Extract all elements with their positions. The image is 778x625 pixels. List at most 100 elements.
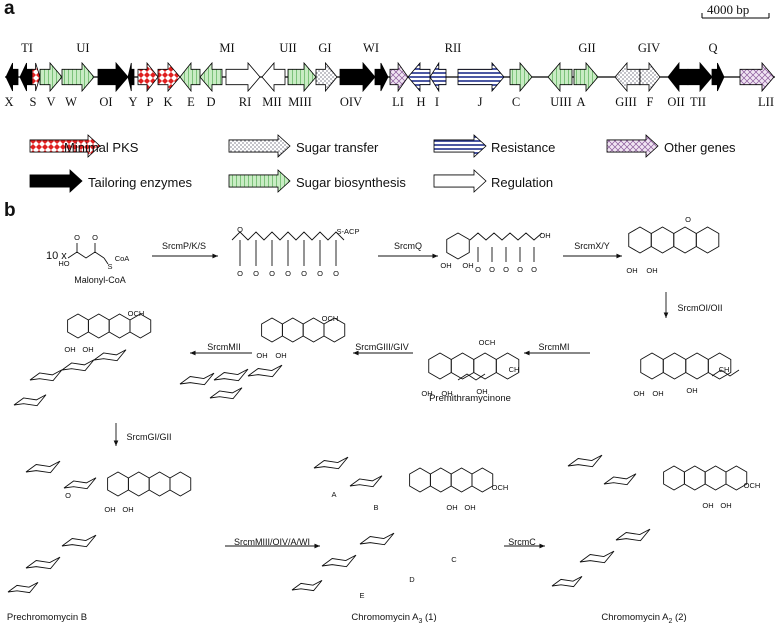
bottom-gene-label: RI <box>238 95 252 109</box>
svg-text:OH: OH <box>440 261 451 270</box>
bottom-gene-label: MII <box>262 95 282 109</box>
legend-label-other-genes: Other genes <box>664 140 736 155</box>
svg-text:O: O <box>237 225 243 234</box>
svg-text:OH: OH <box>256 351 267 360</box>
svg-text:O: O <box>333 269 339 278</box>
top-gene-label: WI <box>363 41 379 55</box>
legend-label-minimal-pks: Minimal PKS <box>64 140 139 155</box>
svg-text:OH: OH <box>462 261 473 270</box>
svg-text:O: O <box>285 269 291 278</box>
svg-text:OH: OH <box>82 345 93 354</box>
bottom-gene-label: D <box>206 95 216 109</box>
svg-text:O: O <box>489 265 495 274</box>
prechromomycin-b-label: Prechromomycin B <box>6 612 88 623</box>
panel-b-letter: b <box>4 200 16 221</box>
bottom-gene-label: UIII <box>550 95 572 109</box>
bottom-gene-label: K <box>163 95 173 109</box>
enzyme-srcm-q: SrcmQ <box>394 241 422 251</box>
svg-text:O: O <box>301 269 307 278</box>
gene-arrow <box>31 62 41 92</box>
gene-arrow <box>137 61 159 93</box>
svg-text:O: O <box>253 269 259 278</box>
svg-text:O: O <box>685 215 691 224</box>
svg-text:OH: OH <box>686 386 697 395</box>
svg-text:O: O <box>317 269 323 278</box>
svg-text:OH: OH <box>720 501 731 510</box>
gene-arrow <box>739 61 775 93</box>
top-gene-label: GII <box>578 41 596 55</box>
bottom-gene-label: X <box>4 95 14 109</box>
legend-label-sugar-biosynthesis: Sugar biosynthesis <box>296 175 406 190</box>
gene-arrow <box>457 61 505 93</box>
enzyme-srcm-gi-gii: SrcmGI/GII <box>126 432 172 442</box>
svg-text:O: O <box>237 269 243 278</box>
svg-text:OH: OH <box>122 505 133 514</box>
legend-swatch <box>29 134 101 158</box>
gene-arrow <box>429 61 447 93</box>
top-gene-label: GI <box>318 41 332 55</box>
svg-text:D: D <box>409 575 415 584</box>
legend-label-tailoring: Tailoring enzymes <box>88 175 193 190</box>
gene-arrow <box>547 61 573 93</box>
svg-text:O: O <box>475 265 481 274</box>
gene-arrow <box>39 61 63 93</box>
gene-arrow <box>614 61 641 93</box>
legend-swatch <box>228 134 291 158</box>
svg-text:OCH: OCH <box>322 314 339 323</box>
enzyme-srcm-xy: SrcmX/Y <box>574 241 610 251</box>
bottom-gene-label: W <box>65 95 77 109</box>
svg-text:CoA: CoA <box>115 254 130 263</box>
enzyme-srcm-giii-giv: SrcmGIII/GIV <box>355 342 409 352</box>
gene-arrow <box>127 62 135 92</box>
svg-text:OH: OH <box>275 351 286 360</box>
gene-arrow <box>573 61 599 93</box>
svg-text:OH: OH <box>702 501 713 510</box>
chromomycin-a3-label: Chromomycin A3 (1) <box>351 612 437 625</box>
bottom-gene-label: S <box>29 95 37 109</box>
svg-text:O: O <box>269 269 275 278</box>
legend-swatch <box>433 134 487 158</box>
svg-text:OH: OH <box>626 266 637 275</box>
gene-arrow <box>199 61 223 93</box>
enzyme-srcm-pks: SrcmP/K/S <box>161 241 207 251</box>
bottom-gene-label: OI <box>99 95 113 109</box>
gene-arrow <box>687 61 713 93</box>
svg-text:OH: OH <box>646 266 657 275</box>
svg-text:O: O <box>92 233 98 242</box>
gene-arrow <box>389 61 409 93</box>
svg-text:B: B <box>373 503 378 512</box>
gene-arrow <box>287 61 317 93</box>
gene-arrow <box>407 61 431 93</box>
top-gene-label: UII <box>279 41 297 55</box>
svg-text:OH: OH <box>421 389 432 398</box>
svg-text:OH: OH <box>464 503 475 512</box>
svg-text:OCH: OCH <box>744 481 761 490</box>
svg-text:OH: OH <box>441 389 452 398</box>
bottom-gene-label: A <box>576 95 586 109</box>
bottom-gene-label: OIV <box>339 95 363 109</box>
bottom-gene-label: P <box>146 95 154 109</box>
gene-arrow <box>225 61 261 93</box>
legend-swatch <box>606 134 659 158</box>
enzyme-srcm-oi-oii: SrcmOI/OII <box>677 303 723 313</box>
legend-label-resistance: Resistance <box>491 140 556 155</box>
gene-arrow <box>19 62 33 92</box>
svg-text:C: C <box>451 555 457 564</box>
legend <box>29 134 659 193</box>
svg-text:OH: OH <box>446 503 457 512</box>
scale-bar-label: 4000 bp <box>707 2 750 17</box>
bottom-gene-label: LII <box>758 95 774 109</box>
svg-text:CH: CH <box>509 365 520 374</box>
legend-swatch <box>228 169 291 193</box>
top-gene-label: MI <box>219 41 235 55</box>
bottom-gene-label: C <box>511 95 521 109</box>
gene-arrow <box>667 61 689 93</box>
malonyl-coa-label: Malonyl-CoA <box>74 275 126 285</box>
bottom-gene-label: V <box>46 95 56 109</box>
gene-arrow <box>179 61 201 93</box>
svg-text:O: O <box>503 265 509 274</box>
gene-arrow <box>315 61 338 93</box>
gene-arrow <box>61 61 95 93</box>
